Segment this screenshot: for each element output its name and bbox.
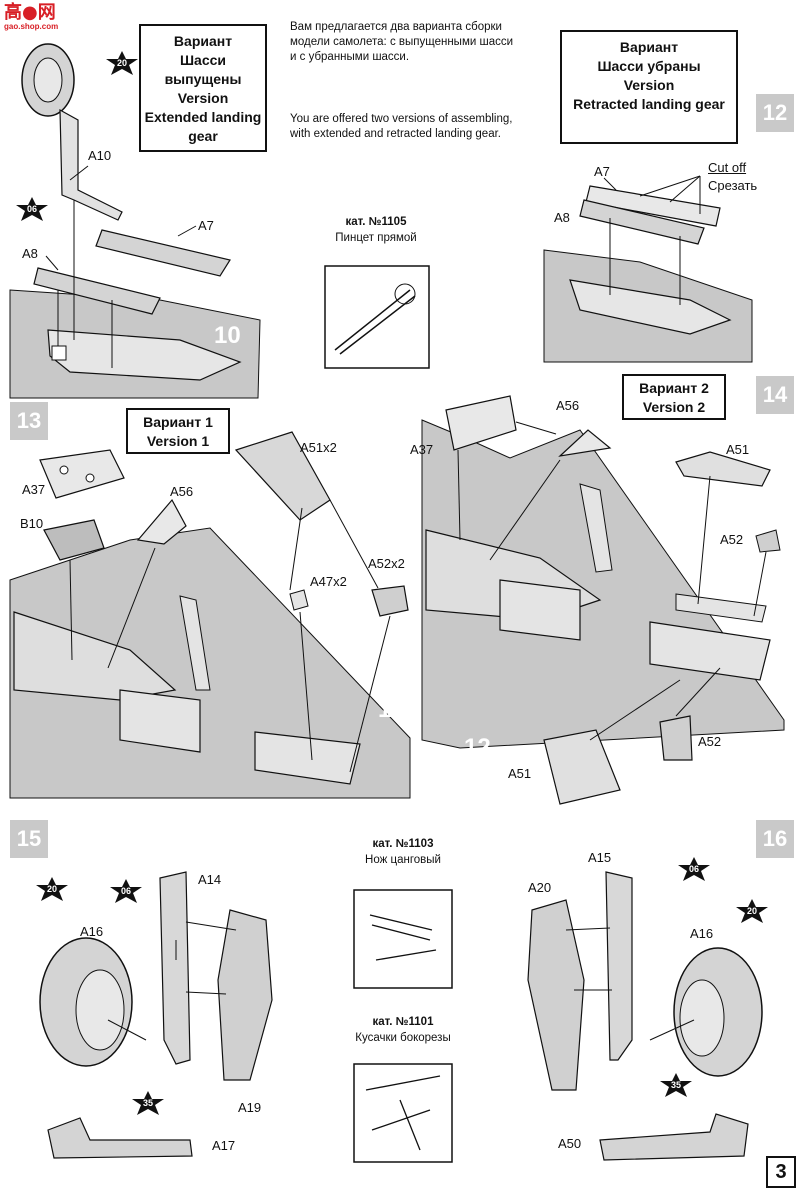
step-15-badge: 15: [10, 820, 48, 858]
label-a51x2: A51x2: [300, 440, 337, 455]
tool-cutters-name: Кусачки бокорезы: [355, 1032, 451, 1044]
tool-tweezers-name: Пинцет прямой: [335, 232, 417, 244]
label-a37-13: A37: [22, 482, 46, 497]
variant-extended-line3: выпущены: [164, 71, 242, 87]
intro-ru: Вам предлагается два варианта сборки мод…: [290, 21, 514, 63]
label-a19: A19: [238, 1100, 262, 1115]
cutoff-ru: Срезать: [708, 178, 758, 193]
tool-tweezers-cat: кат. №1105: [345, 216, 407, 228]
variant-retracted-line3: Version: [623, 77, 675, 93]
variant-extended-line4: Version: [177, 90, 229, 106]
variant-retracted-box: Вариант Шасси убраны Version Retracted l…: [560, 30, 738, 144]
label-a16-right: A16: [690, 926, 714, 941]
label-a20: A20: [528, 880, 552, 895]
variant-extended-line2: Шасси: [179, 52, 227, 68]
label-a7-left: A7: [198, 218, 214, 233]
variant1-en: Version 1: [146, 433, 210, 449]
paint-code: 20: [46, 884, 57, 894]
label-a15: A15: [588, 850, 612, 865]
variant2-ru: Вариант 2: [639, 380, 709, 396]
label-a51-top: A51: [726, 442, 750, 457]
variant-extended-line1: Вариант: [173, 33, 233, 49]
label-a47x2: A47x2: [310, 574, 347, 589]
label-a14: A14: [198, 872, 222, 887]
variant1-box: Вариант 1 Version 1: [126, 408, 230, 454]
paint-star-06-c: 06: [676, 856, 712, 882]
paint-star-20-c: 20: [734, 898, 770, 924]
paint-code: 35: [670, 1080, 681, 1090]
label-a7-right: A7: [594, 164, 610, 179]
label-b10: B10: [20, 516, 44, 531]
cutoff-en: Cut off: [708, 160, 747, 175]
tool-tweezers: кат. №1105 Пинцет прямой: [316, 214, 436, 246]
variant-retracted-line4: Retracted landing gear: [573, 96, 725, 112]
label-a52x2: A52x2: [368, 556, 405, 571]
tool-knife-cat: кат. №1103: [372, 838, 434, 850]
variant-extended-line6: gear: [188, 128, 218, 144]
label-a52-bot: A52: [698, 734, 722, 749]
tool-knife: кат. №1103 Нож цанговый: [340, 836, 466, 868]
paint-code: 06: [120, 886, 131, 896]
step-13-badge: 13: [10, 402, 48, 440]
paint-code: 20: [746, 906, 757, 916]
inner-step-12: 12: [464, 734, 491, 761]
paint-star-06-b: 06: [108, 878, 144, 904]
inner-step-10-right: 10: [734, 268, 761, 295]
page-number: 3: [766, 1156, 796, 1188]
paint-star-20-a: 20: [104, 50, 140, 76]
variant-extended-line5: Extended landing: [144, 109, 262, 125]
variant2-en: Version 2: [642, 399, 706, 415]
label-a51-bot: A51: [508, 766, 532, 781]
label-a8-right: A8: [554, 210, 570, 225]
tool-knife-name: Нож цанговый: [365, 854, 441, 866]
logo-chars: 高●网: [4, 2, 56, 23]
paint-star-35-a: 35: [130, 1090, 166, 1116]
step-14-badge: 14: [756, 376, 794, 414]
paint-star-20-b: 20: [34, 876, 70, 902]
label-a16-left: A16: [80, 924, 104, 939]
tool-cutters: кат. №1101 Кусачки бокорезы: [334, 1014, 472, 1046]
label-a17: A17: [212, 1138, 236, 1153]
step-12-badge: 12: [756, 94, 794, 132]
watermark-logo: 高●网 gao.shop.com: [4, 4, 58, 32]
paint-star-06-a: 06: [14, 196, 50, 222]
label-a8-left: A8: [22, 246, 38, 261]
paint-code: 35: [142, 1098, 153, 1108]
paint-code: 06: [26, 204, 37, 214]
inner-step-11: 11: [378, 696, 404, 723]
variant-extended-box: Вариант Шасси выпущены Version Extended …: [139, 24, 267, 152]
variant1-ru: Вариант 1: [143, 414, 213, 430]
label-a37-14: A37: [410, 442, 434, 457]
variant2-box: Вариант 2 Version 2: [622, 374, 726, 420]
paint-star-35-b: 35: [658, 1072, 694, 1098]
label-a50: A50: [558, 1136, 582, 1151]
inner-step-10-left: 10: [214, 322, 241, 349]
paint-code: 20: [116, 58, 127, 68]
logo-url: gao.shop.com: [4, 22, 59, 31]
tool-cutters-cat: кат. №1101: [372, 1016, 434, 1028]
label-a10: A10: [88, 148, 112, 163]
label-a52-top: A52: [720, 532, 744, 547]
variant-retracted-line1: Вариант: [619, 39, 679, 55]
intro-en: You are offered two versions of assembli…: [290, 113, 513, 140]
variant-retracted-line2: Шасси убраны: [597, 58, 701, 74]
paint-code: 06: [688, 864, 699, 874]
step-16-badge: 16: [756, 820, 794, 858]
label-a56-13: A56: [170, 484, 194, 499]
label-a56-14: A56: [556, 398, 580, 413]
